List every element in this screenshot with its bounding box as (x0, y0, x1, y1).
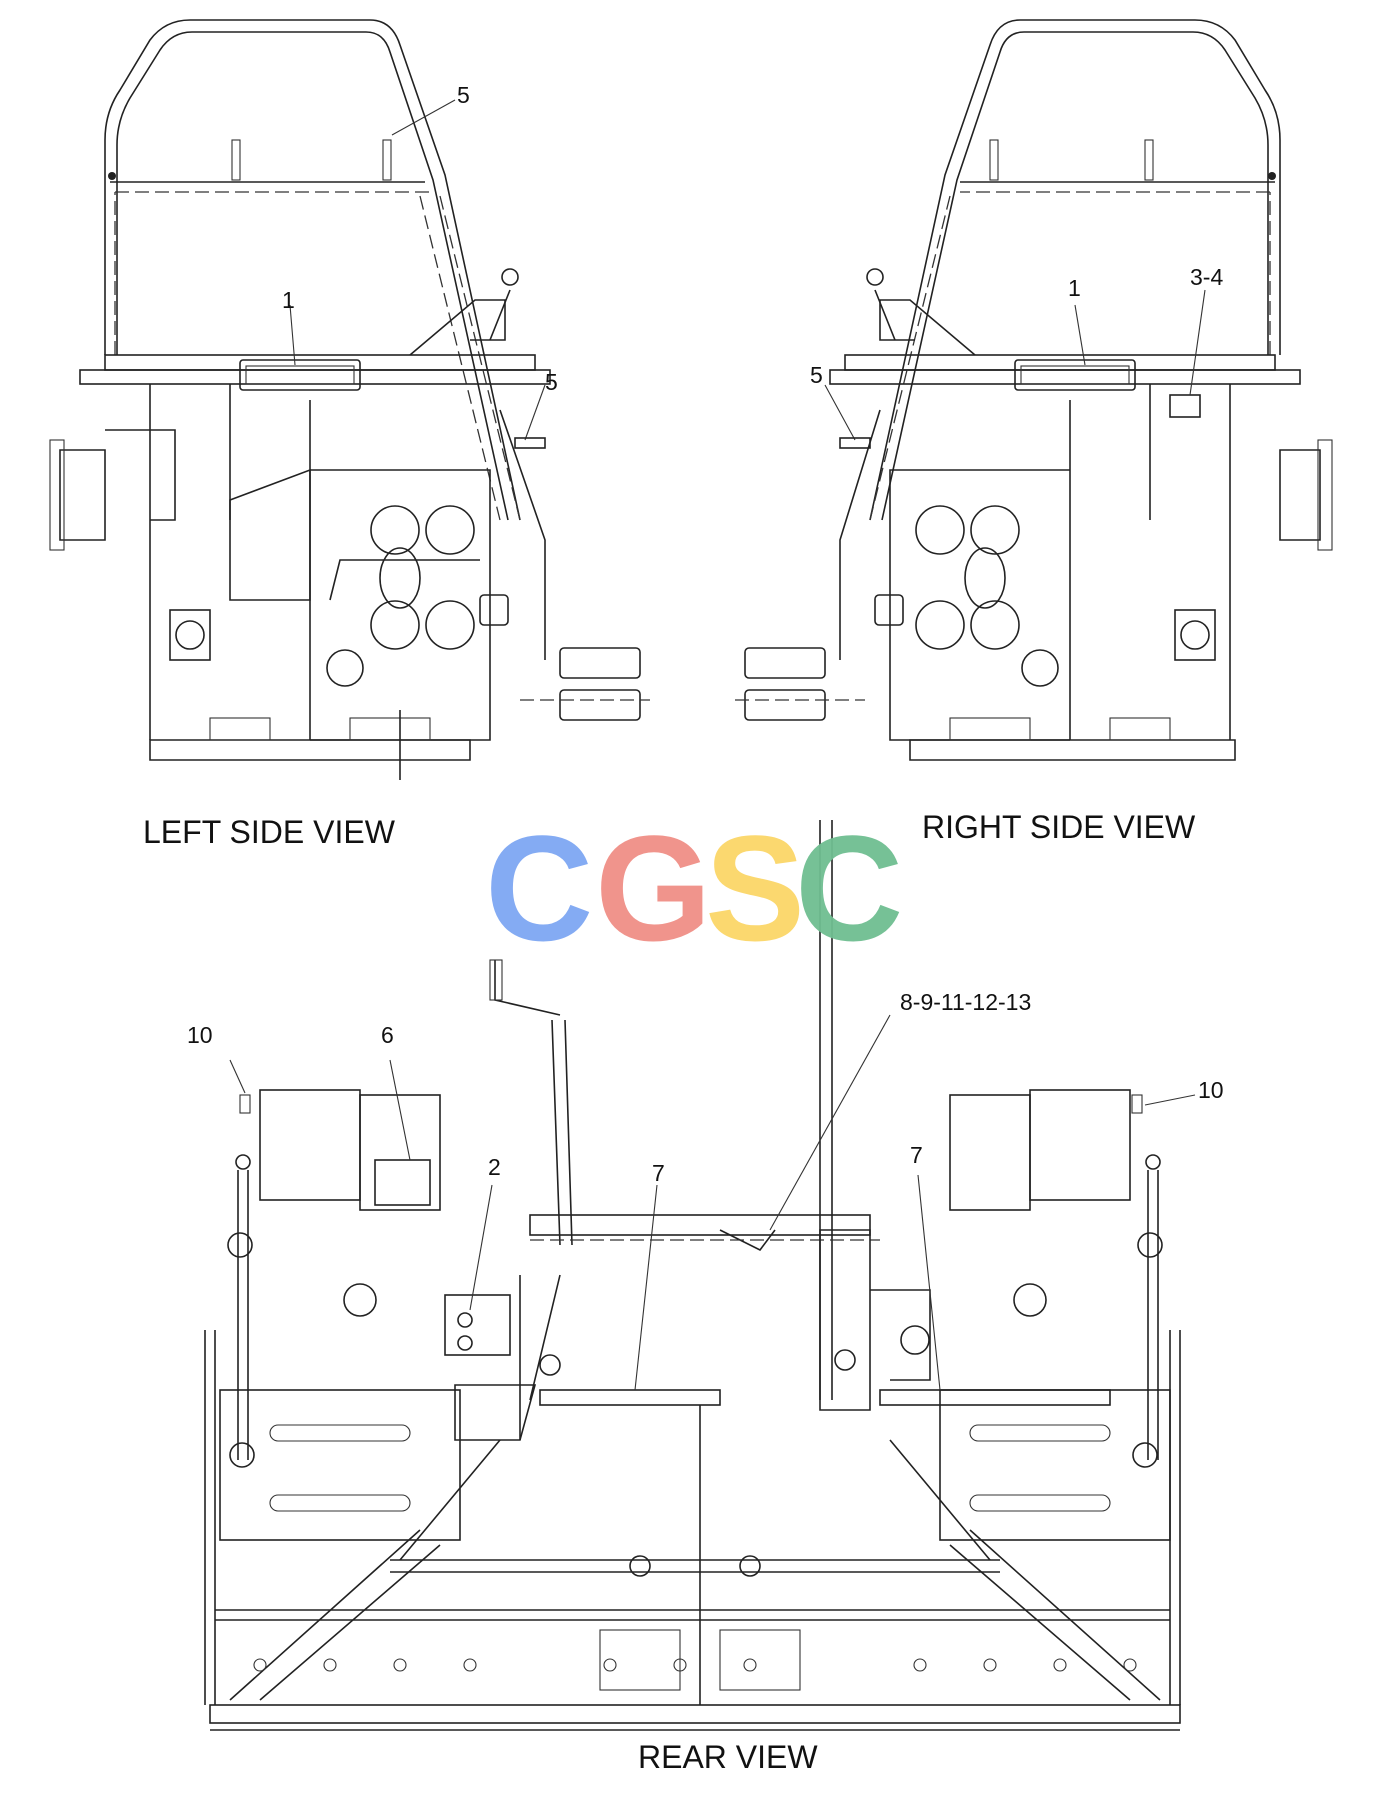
callout-right-1: 1 (1068, 275, 1081, 301)
watermark-letter-c1: C (485, 804, 593, 972)
watermark-logo: C G S C (485, 804, 903, 972)
callout-rear-6: 6 (381, 1022, 394, 1048)
right-side-view-title: RIGHT SIDE VIEW (922, 809, 1196, 845)
callout-right-5: 5 (810, 362, 823, 388)
callout-left-5-top: 5 (457, 82, 470, 108)
watermark-letter-g: G (595, 804, 712, 972)
right-side-view (735, 19, 1333, 761)
callout-rear-7-mid: 7 (652, 1160, 665, 1186)
rear-view-title: REAR VIEW (638, 1739, 818, 1775)
callout-right-3-4: 3-4 (1190, 264, 1223, 290)
callout-left-5-mid: 5 (545, 369, 558, 395)
left-side-view-title: LEFT SIDE VIEW (143, 814, 396, 850)
callout-rear-2: 2 (488, 1154, 501, 1180)
callout-rear-8-9-11-12-13: 8-9-11-12-13 (900, 989, 1031, 1015)
callout-rear-10-left: 10 (187, 1022, 213, 1048)
callout-rear-10-right: 10 (1198, 1077, 1224, 1103)
watermark-letter-s: S (705, 804, 805, 972)
callout-rear-7-right: 7 (910, 1142, 923, 1168)
left-side-view (49, 19, 650, 780)
callout-left-1: 1 (282, 287, 295, 313)
watermark-letter-c2: C (795, 804, 903, 972)
rear-view (204, 820, 1196, 1731)
